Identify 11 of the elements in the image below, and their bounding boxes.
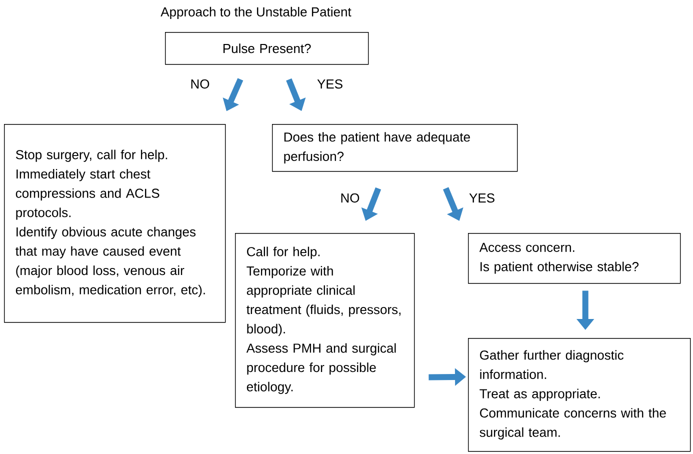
decision-box: Does the patient have adequate perfusion? xyxy=(272,124,518,172)
edge-label: YES xyxy=(316,78,344,90)
process-box: Gather further diagnostic information. Treat as appropriate. Communicate concerns with the surgical team. xyxy=(468,338,691,452)
edge-label: NO xyxy=(339,192,361,204)
title: Approach to the Unstable Patient xyxy=(160,6,352,20)
decision-box: Pulse Present? xyxy=(165,32,369,65)
process-box: Access concern. Is patient otherwise stable? xyxy=(468,233,681,284)
process-box: Call for help. Temporize with appropriate clinical treatment (fluids, pressors, blood). Assess PMH and surgical procedure for possible etiology. xyxy=(235,233,415,408)
process-box: Stop surgery, call for help. Immediately start chest compressions and ACLS protocols. Identify obvious acute changes that may have caused event (major blood loss, venous air embolism, medication error, etc). xyxy=(4,124,226,323)
edge-label: NO xyxy=(189,78,211,90)
edge-label: YES xyxy=(468,192,496,204)
